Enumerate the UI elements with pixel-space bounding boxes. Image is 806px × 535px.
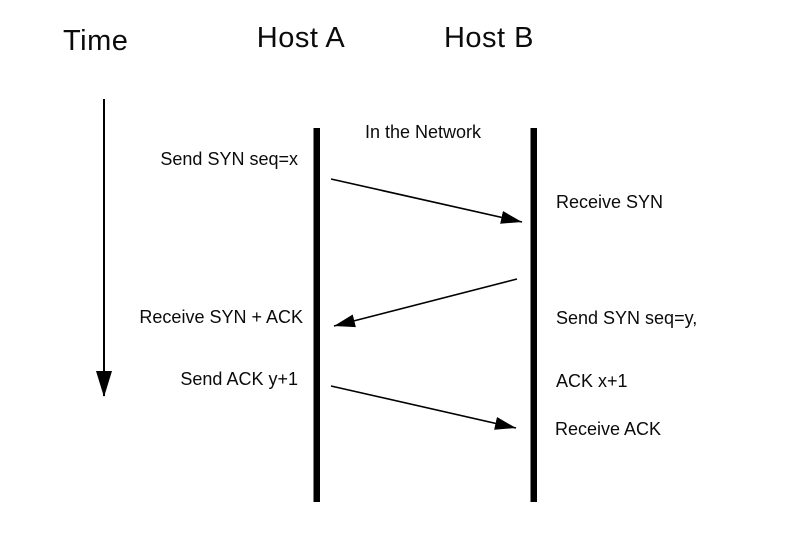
send-syn-ack-line1: Send SYN seq=y, [556,308,698,328]
host-a-lifeline [313,128,320,502]
ack-message-arrow [330,385,517,430]
syn-ack-message-arrow [333,278,518,328]
receive-ack-label: Receive ACK [555,419,662,439]
time-label: Time [63,25,129,57]
receive-syn-label: Receive SYN [556,192,664,212]
syn-message-arrow [330,178,523,224]
send-syn-ack-line2: ACK x+1 [556,371,628,391]
send-syn-label: Send SYN seq=x [160,149,298,169]
send-ack-label: Send ACK y+1 [180,369,298,389]
host-a-label: Host A [256,22,346,54]
send-syn-ack-label: Send SYN seq=y, ACK x+1 [556,266,697,434]
receive-syn-ack-label: Receive SYN + ACK [139,307,303,327]
network-label: In the Network [364,122,482,142]
host-b-label: Host B [443,22,535,54]
host-b-lifeline [530,128,537,502]
